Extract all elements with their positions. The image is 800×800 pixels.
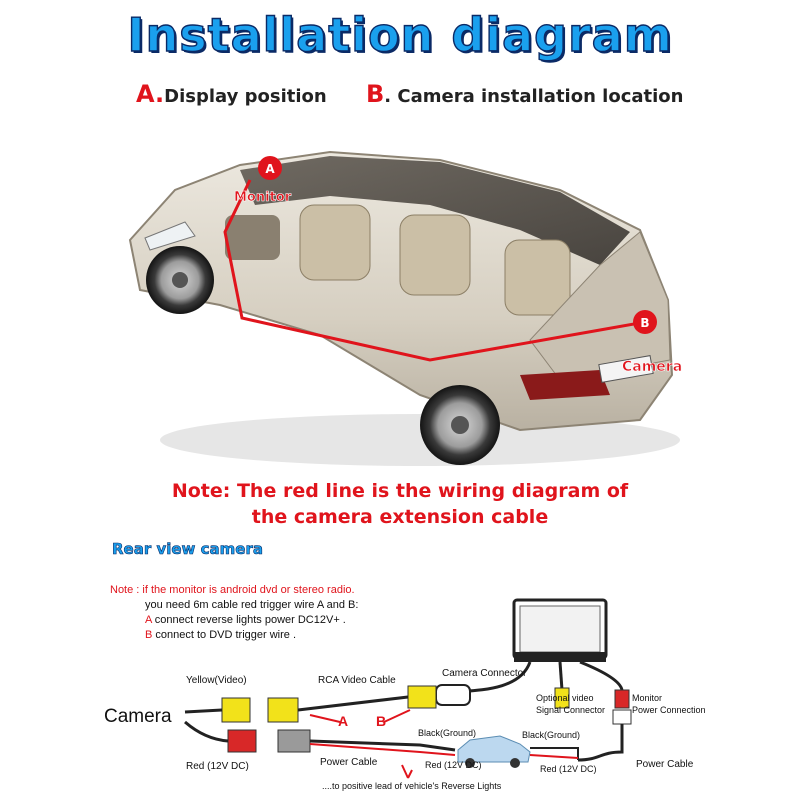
rca-cable-label: RCA Video Cable xyxy=(318,675,396,686)
interior-dash xyxy=(225,215,280,260)
red-wire-right xyxy=(529,754,579,759)
optional-video-label-1: Optional video xyxy=(536,693,594,703)
reverse-lights-label: ....to positive lead of vehicle's Revers… xyxy=(322,781,502,791)
camera-connector-graphic xyxy=(435,684,471,706)
car-roof-glass xyxy=(240,156,630,265)
power-cable-label-2: Power Cable xyxy=(636,759,694,770)
rear-light xyxy=(520,370,610,400)
yellow-video-label: Yellow(Video) xyxy=(186,675,247,686)
wiring-note-line2: you need 6m cable red trigger wire A and… xyxy=(145,599,359,611)
rear-hatch xyxy=(529,231,671,381)
monitor-tag: Monitor xyxy=(234,190,292,205)
wiring-note-b: B xyxy=(145,629,153,641)
power-cable-left xyxy=(309,739,456,752)
wiring-note: Note : if the monitor is android dvd or … xyxy=(110,583,358,643)
interior-seat-mid xyxy=(399,214,471,296)
marker-a-circle xyxy=(258,156,282,180)
rear-wheel-hub xyxy=(451,416,469,434)
yellow-connector-rca-left xyxy=(267,697,299,723)
diagram-title: Installation diagram xyxy=(127,7,673,62)
trigger-wire-b xyxy=(383,709,411,723)
optional-video-label-2: Signal Connector xyxy=(536,705,606,715)
small-car-wheel-front xyxy=(465,758,475,768)
gray-connector-cable xyxy=(277,729,311,753)
marker-b-letter: B xyxy=(640,316,649,330)
wiring-note-line4-text: connect to DVD trigger wire . xyxy=(152,629,297,641)
red-12v-label-2: Red (12V DC) xyxy=(425,760,482,770)
red-12v-label-1: Red (12V DC) xyxy=(186,761,249,772)
red-connector-camera xyxy=(227,729,257,753)
label-a-text: Display position xyxy=(164,86,327,107)
red-note-line2: the camera extension cable xyxy=(251,506,549,528)
monitor-power-label-2: Power Connection xyxy=(632,705,706,715)
yellow-connector-camera xyxy=(221,697,251,723)
wiring-note-a: A xyxy=(145,614,152,626)
power-cable-label-1: Power Cable xyxy=(320,757,378,768)
reverse-arrow xyxy=(401,764,413,779)
rear-view-camera-title: Rear view camera xyxy=(112,540,264,559)
monitor-graphic xyxy=(512,598,608,662)
wire-b-label: B xyxy=(376,713,387,729)
monitor-power-plug xyxy=(612,709,632,725)
red-note-line1: Note: The red line is the wiring diagram… xyxy=(171,480,629,502)
trigger-wire-a xyxy=(309,714,341,723)
label-display-position: A.Display position xyxy=(136,80,327,108)
label-b-letter: B xyxy=(366,80,385,108)
small-car-wheel-rear xyxy=(510,758,520,768)
power-cable-left-red xyxy=(309,743,456,756)
marker-a-letter: A xyxy=(265,162,275,176)
license-plate xyxy=(598,355,654,383)
wiring-note-line3: A connect reverse lights power DC12V+ . xyxy=(110,613,358,628)
interior-seat-rear xyxy=(504,239,571,316)
power-cable-right xyxy=(577,724,624,762)
ground-wire-right xyxy=(530,747,579,760)
camera-label: Camera xyxy=(104,706,172,727)
cable-monitor-power xyxy=(579,660,624,691)
optional-video-connector xyxy=(554,687,570,709)
red-12v-label-3: Red (12V DC) xyxy=(540,764,597,774)
cable-monitor-optional xyxy=(558,661,564,691)
small-car-icon xyxy=(457,735,531,763)
car-illustration: A Monitor B Camera xyxy=(128,150,682,466)
label-camera-location: B. Camera installation location xyxy=(366,80,683,108)
front-headlight xyxy=(144,221,196,251)
monitor-power-connector xyxy=(614,689,630,709)
black-ground-label-2: Black(Ground) xyxy=(522,730,581,740)
camera-connector-label: Camera Connector xyxy=(442,668,527,679)
front-wheel-hub xyxy=(172,272,188,288)
wiring-note-line1: Note : if the monitor is android dvd or … xyxy=(110,584,355,596)
marker-b-circle xyxy=(633,310,657,334)
monitor-power-label-1: Monitor xyxy=(632,693,663,703)
wire-a-label: A xyxy=(338,713,349,729)
wiring-red-line xyxy=(223,179,646,362)
interior-seat-front xyxy=(299,204,371,281)
camera-tag: Camera xyxy=(622,359,682,375)
camera-cable xyxy=(184,708,229,743)
wiring-note-line4: B connect to DVD trigger wire . xyxy=(110,628,358,643)
rca-cable xyxy=(297,695,409,712)
label-a-letter: A. xyxy=(136,80,165,108)
yellow-connector-rca-right xyxy=(407,685,437,709)
wiring-note-line3-text: connect reverse lights power DC12V+ . xyxy=(151,614,346,626)
black-ground-label-1: Black(Ground) xyxy=(418,728,477,738)
label-b-text: . Camera installation location xyxy=(384,86,684,107)
